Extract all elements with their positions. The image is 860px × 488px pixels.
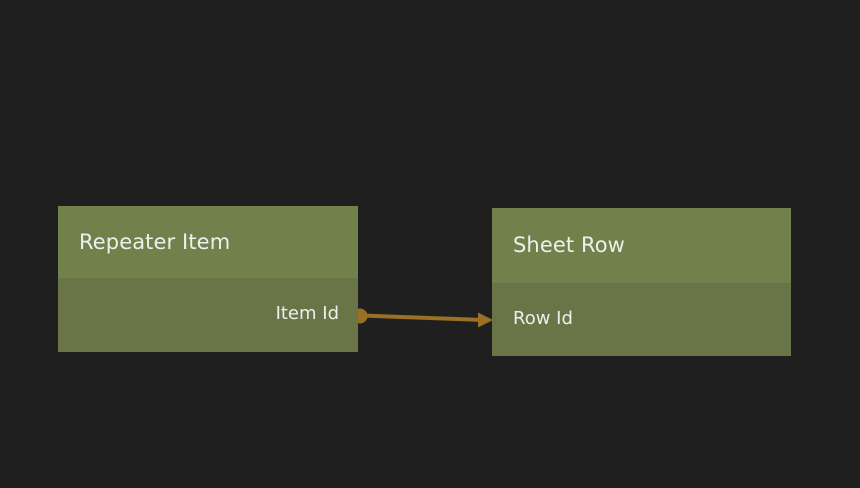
- edge-target-arrow-icon: [478, 312, 493, 328]
- node-repeater-item-header[interactable]: Repeater Item: [58, 206, 358, 278]
- node-repeater-item-title: Repeater Item: [79, 229, 231, 254]
- edge-line: [361, 313, 485, 322]
- node-sheet-row-title: Sheet Row: [513, 233, 625, 257]
- node-repeater-item-field-item-id[interactable]: Item Id: [276, 305, 339, 323]
- node-sheet-row-header[interactable]: Sheet Row: [492, 208, 791, 283]
- node-sheet-row-body: Row Id: [492, 283, 791, 356]
- edge-item-id-to-row-id[interactable]: [352, 308, 494, 328]
- field-label-item-id: Item Id: [275, 303, 339, 324]
- node-sheet-row[interactable]: Sheet Row Row Id: [492, 208, 791, 356]
- node-repeater-item[interactable]: Repeater Item Item Id: [58, 206, 358, 352]
- field-label-row-id: Row Id: [513, 308, 573, 329]
- node-repeater-item-body: Item Id: [58, 278, 358, 352]
- node-sheet-row-field-row-id[interactable]: Row Id: [513, 310, 573, 328]
